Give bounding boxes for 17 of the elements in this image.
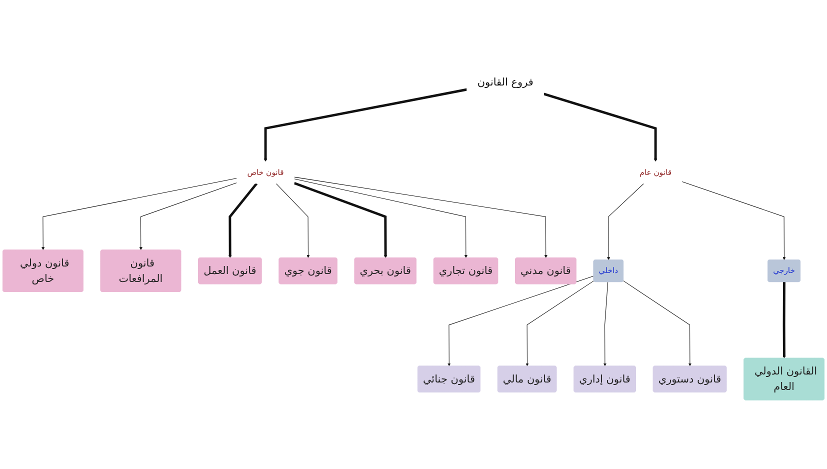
arrow (264, 88, 468, 162)
arrow (276, 183, 310, 258)
arrow (782, 282, 786, 358)
arrow (294, 176, 548, 258)
arrow (623, 280, 692, 366)
node-text: فروع القانون (477, 76, 534, 88)
arrow (448, 276, 594, 366)
arrow (526, 280, 594, 366)
arrow (682, 181, 786, 260)
arrow (228, 182, 258, 258)
arrow (603, 282, 608, 366)
arrow (607, 183, 644, 260)
arrow (294, 182, 388, 258)
arrow (544, 92, 658, 162)
arrow (294, 178, 468, 258)
arrow (42, 178, 238, 250)
arrow (139, 182, 238, 250)
